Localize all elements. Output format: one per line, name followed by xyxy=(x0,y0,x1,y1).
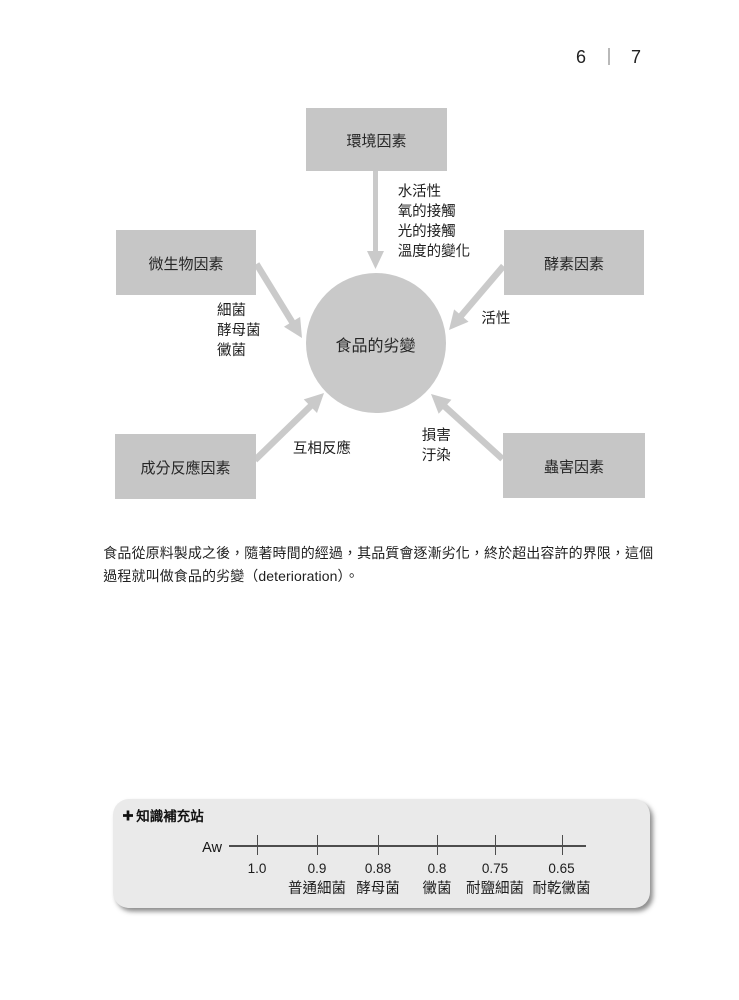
annotation-line: 光的接觸 xyxy=(397,223,456,240)
page-number-left: 6 xyxy=(575,47,586,67)
aw-tick xyxy=(377,834,379,855)
aw-value: 0.75 xyxy=(481,861,509,876)
annotation-line: 活性 xyxy=(481,311,511,327)
annotation-line: 黴菌 xyxy=(217,342,246,359)
annotation-line: 損害 xyxy=(421,428,451,444)
annotation-line: 氧的接觸 xyxy=(397,203,456,220)
aw-tick xyxy=(316,834,318,855)
annotation-environment: 水活性 氧的接觸 光的接觸 溫度的變化 xyxy=(398,183,471,262)
aw-value: 0.65 xyxy=(548,861,575,876)
box-component-reaction-factors: 成分反應因素 xyxy=(115,434,256,499)
paragraph-line: 過程就叫做食品的劣變（deterioration）。 xyxy=(103,567,359,584)
aw-organism: 酵母菌 xyxy=(356,881,400,897)
knowledge-panel: 知識補充站 Aw 1.0 0.9 0.88 0.8 0.75 0.65 普通細菌… xyxy=(113,799,650,908)
annotation-enzyme: 活性 xyxy=(481,310,510,330)
aw-value: 0.9 xyxy=(307,861,327,876)
annotation-line: 汙染 xyxy=(421,447,451,464)
aw-value: 0.88 xyxy=(364,861,392,876)
page-number-divider xyxy=(608,48,610,65)
panel-title: 知識補充站 xyxy=(136,808,204,824)
annotation-component-reaction: 互相反應 xyxy=(293,440,351,460)
aw-organism: 耐乾黴菌 xyxy=(532,881,591,897)
aw-value: 1.0 xyxy=(247,861,267,876)
annotation-line: 細菌 xyxy=(217,303,246,320)
page-number-right: 7 xyxy=(630,47,641,67)
box-pest-factors: 蟲害因素 xyxy=(503,433,645,498)
paragraph-line: 食品從原料製成之後，隨著時間的經過，其品質會逐漸劣化，終於超出容許的界限，這個 xyxy=(103,544,654,561)
aw-tick xyxy=(436,834,438,855)
aw-tick xyxy=(494,834,496,855)
aw-organism: 耐鹽細菌 xyxy=(466,881,524,897)
annotation-pest: 損害 汙染 xyxy=(422,427,451,467)
body-paragraph: 食品從原料製成之後，隨著時間的經過，其品質會逐漸劣化，終於超出容許的界限，這個 … xyxy=(103,542,653,588)
annotation-line: 酵母菌 xyxy=(217,323,261,340)
plus-icon xyxy=(122,810,133,821)
annotation-microbial: 細菌 酵母菌 黴菌 xyxy=(217,302,261,361)
box-environment-factors: 環境因素 xyxy=(306,108,447,171)
box-enzyme-factors: 酵素因素 xyxy=(504,230,644,295)
aw-organism: 黴菌 xyxy=(422,881,452,897)
arrow-microbial-to-center xyxy=(253,262,302,338)
circle-food-deterioration: 食品的劣變 xyxy=(305,272,446,413)
annotation-line: 水活性 xyxy=(397,184,442,201)
aw-value: 0.8 xyxy=(427,861,447,876)
aw-tick xyxy=(561,834,563,855)
annotation-line: 互相反應 xyxy=(292,441,351,458)
aw-axis-label: Aw xyxy=(202,839,222,856)
aw-tick xyxy=(256,834,258,855)
aw-organism: 普通細菌 xyxy=(288,881,346,897)
box-microbial-factors: 微生物因素 xyxy=(116,230,256,295)
annotation-line: 溫度的變化 xyxy=(397,243,471,260)
arrow-environment-to-center xyxy=(367,171,384,269)
aw-axis-line xyxy=(229,845,586,847)
